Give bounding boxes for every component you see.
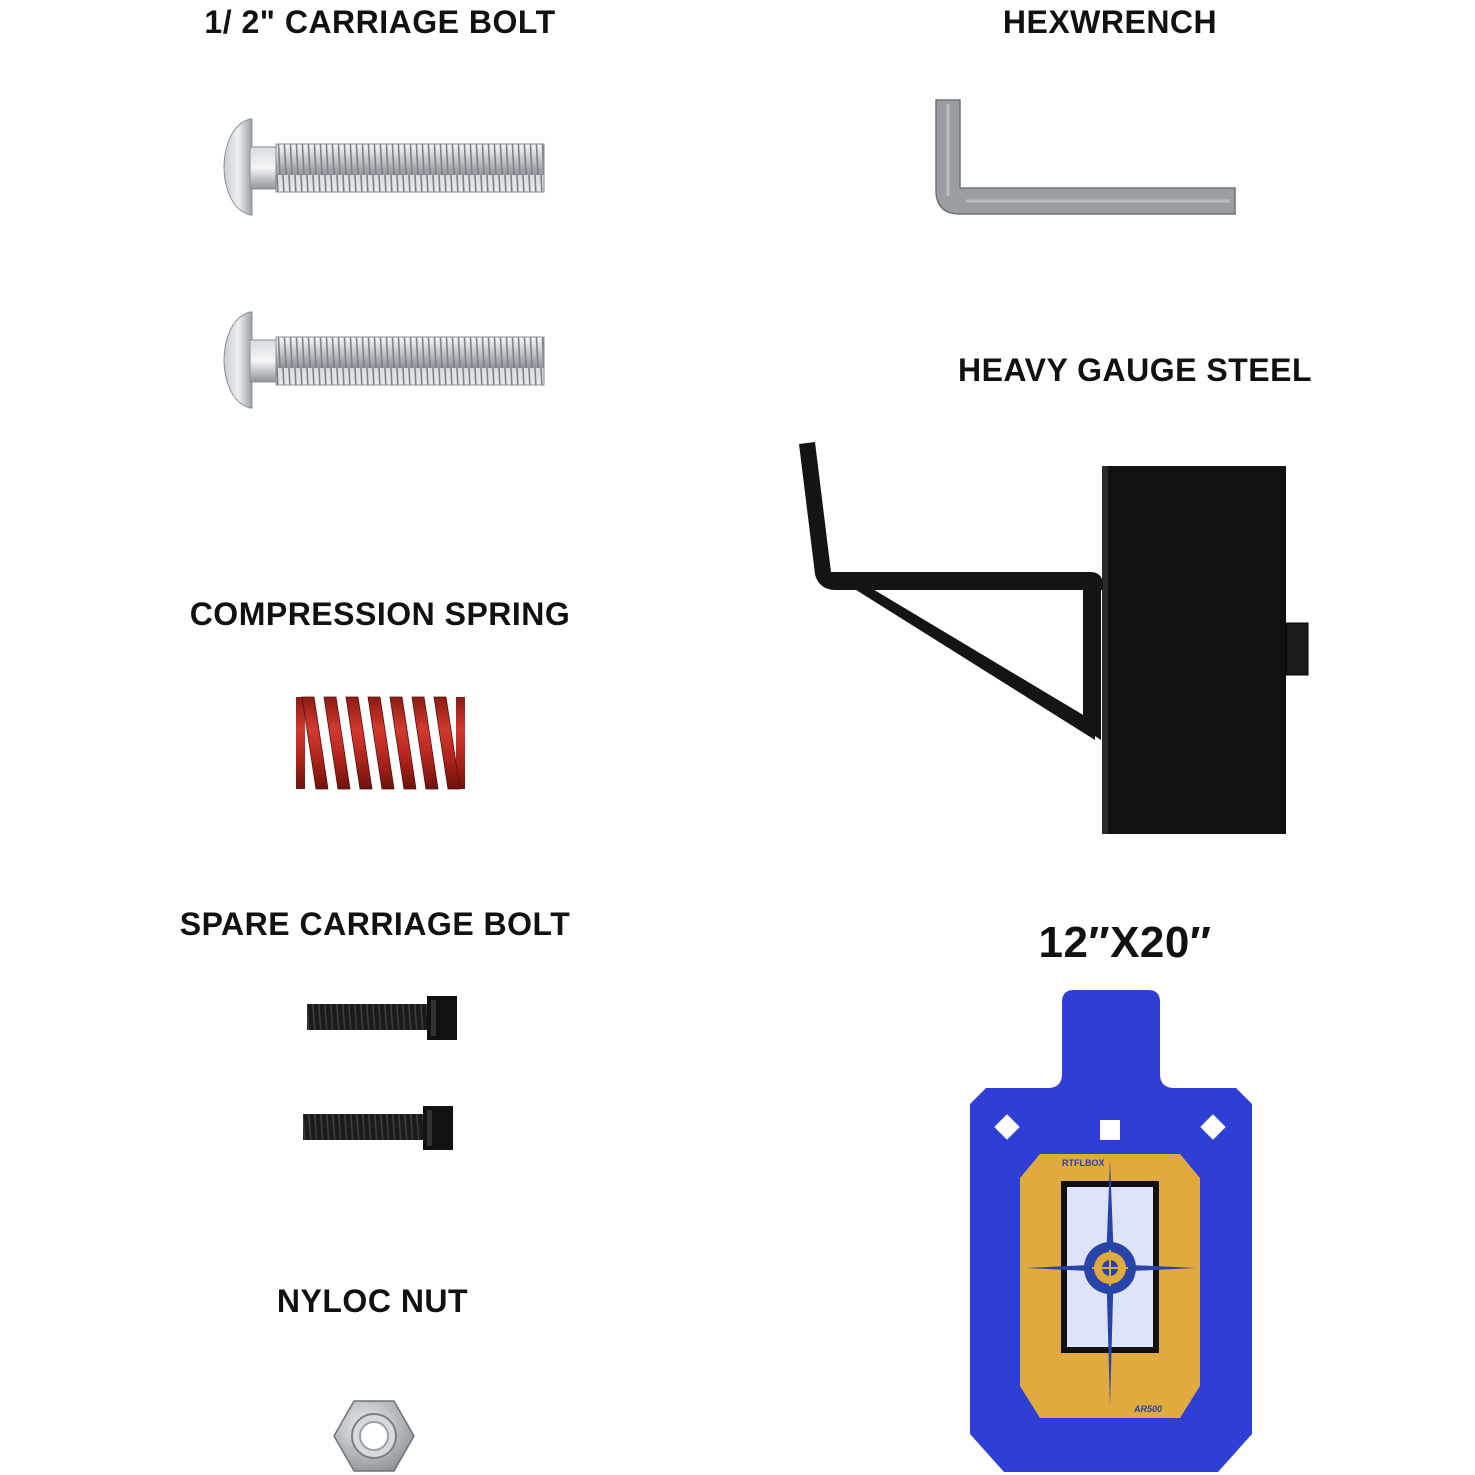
compression-spring-label: COMPRESSION SPRING xyxy=(189,596,571,632)
hexwrench-label: HEXWRENCH xyxy=(1002,4,1218,40)
hexwrench-icon xyxy=(935,99,1236,215)
compression-spring-icon xyxy=(296,696,465,790)
spare-bolt-top-icon xyxy=(307,996,457,1040)
target-brand-text: RTFLBOX xyxy=(1062,1158,1105,1168)
heavy-gauge-steel-label: HEAVY GAUGE STEEL xyxy=(957,352,1313,388)
target-plate-icon: RTFLBOX AR500 xyxy=(970,990,1252,1472)
carriage-bolt-label: 1/ 2" CARRIAGE BOLT xyxy=(204,4,556,40)
target-grade-text: AR500 xyxy=(1133,1404,1162,1414)
target-size-label: 12″X20″ xyxy=(1038,918,1212,967)
spare-carriage-bolt-label: SPARE CARRIAGE BOLT xyxy=(179,906,571,942)
nyloc-nut-icon xyxy=(333,1400,415,1472)
carriage-bolt-top-icon xyxy=(223,118,545,216)
carriage-bolt-bottom-icon xyxy=(223,311,545,409)
nyloc-nut-label: NYLOC NUT xyxy=(276,1283,469,1319)
spare-bolt-bottom-icon xyxy=(303,1106,453,1150)
heavy-gauge-steel-bracket-icon xyxy=(799,442,1309,834)
